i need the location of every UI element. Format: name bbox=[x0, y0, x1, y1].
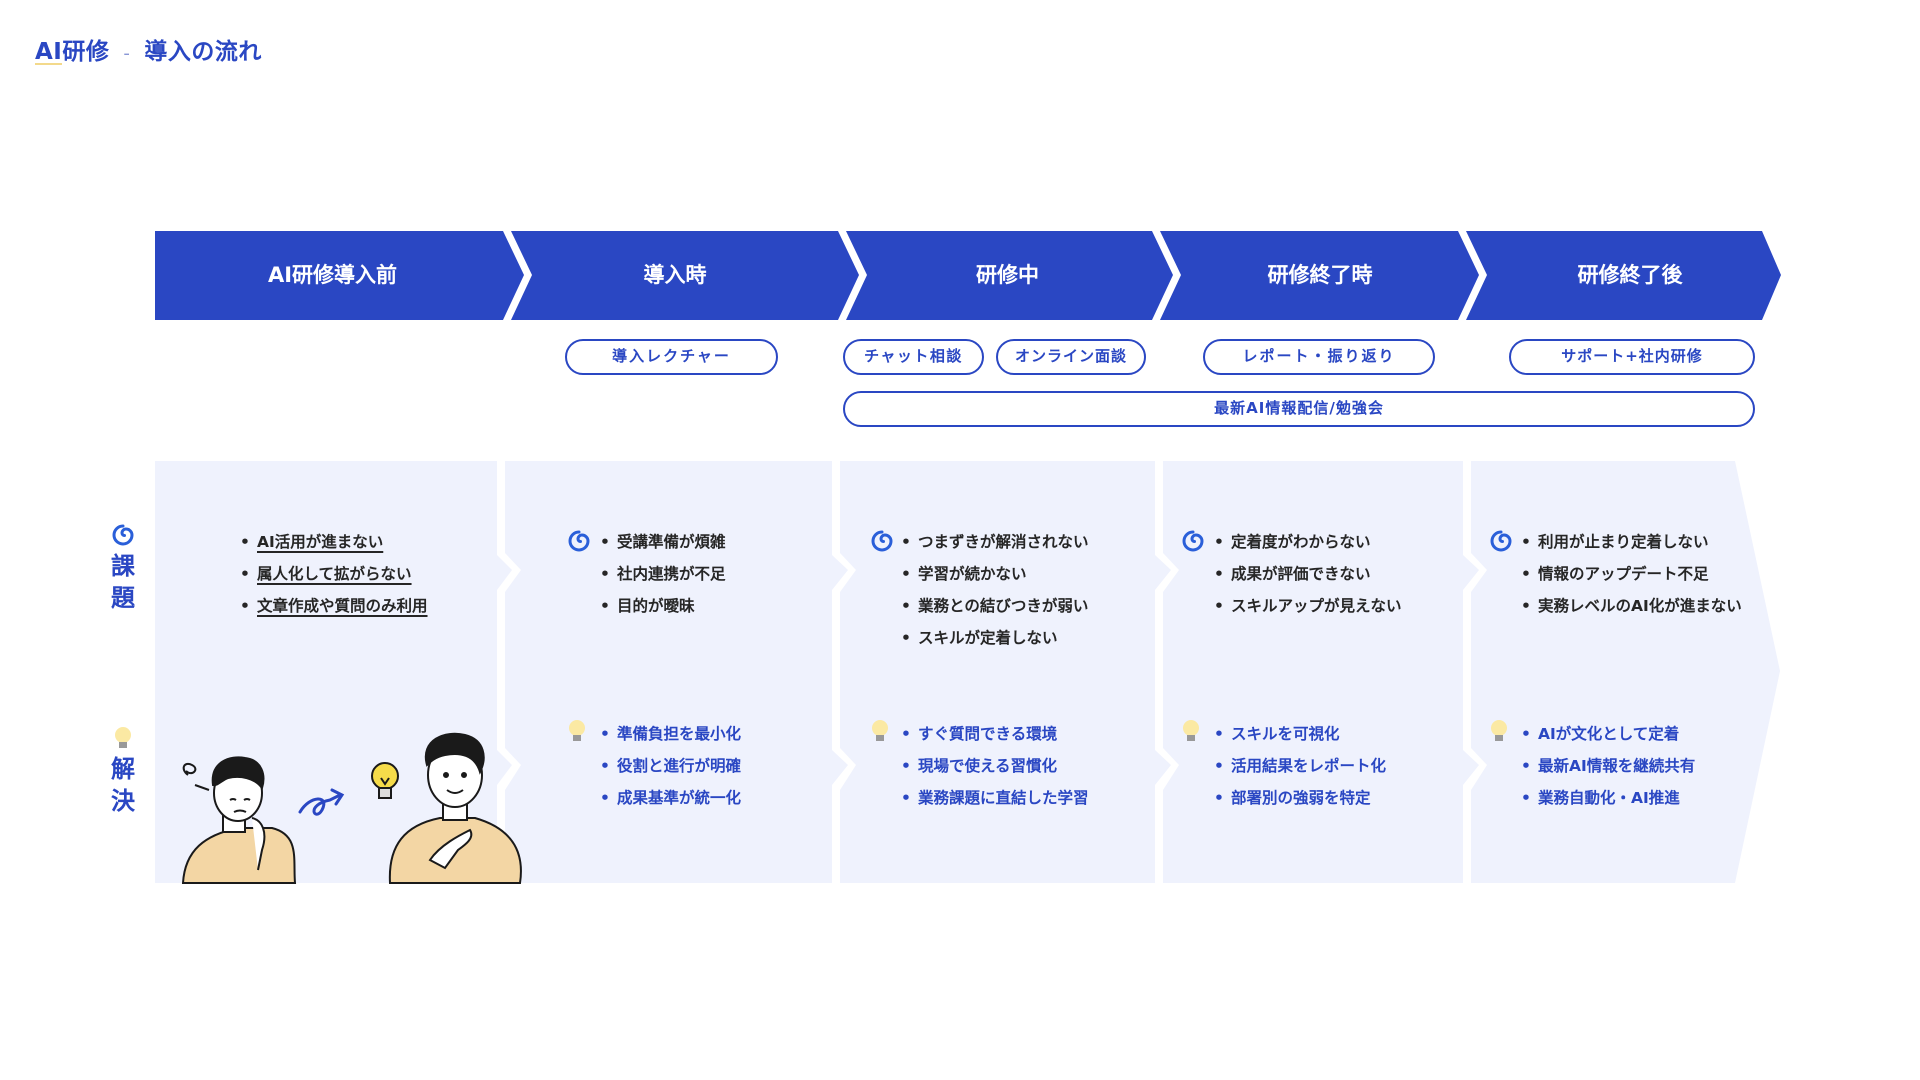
issues-end: 定着度がわからない 成果が評価できない スキルアップが見えない bbox=[1214, 526, 1402, 622]
happy-person-illustration bbox=[388, 732, 522, 884]
transition-arrow-icon bbox=[298, 788, 345, 816]
solution-item: 準備負担を最小化 bbox=[600, 718, 741, 750]
issue-item: つまずきが解消されない bbox=[901, 526, 1089, 558]
panel-during bbox=[840, 461, 1171, 883]
issue-item: AI活用が進まない bbox=[240, 526, 428, 558]
stage-label-during: 研修中 bbox=[976, 263, 1039, 287]
stage-label-after: 研修終了後 bbox=[1577, 263, 1683, 287]
row-label-issues-char1: 課 bbox=[111, 552, 135, 580]
issue-item: 社内連携が不足 bbox=[600, 558, 726, 590]
page-title: AI研修-導入の流れ bbox=[35, 32, 262, 66]
solutions-end: スキルを可視化 活用結果をレポート化 部署別の強弱を特定 bbox=[1214, 718, 1386, 814]
solution-item: 最新AI情報を継続共有 bbox=[1521, 750, 1695, 782]
solution-item: 業務課題に直結した学習 bbox=[901, 782, 1089, 814]
panel-end bbox=[1163, 461, 1479, 883]
solutions-after: AIが文化として定着 最新AI情報を継続共有 業務自動化・AI推進 bbox=[1521, 718, 1695, 814]
stage-label-before: AI研修導入前 bbox=[267, 263, 398, 287]
pill-online-meeting: オンライン面談 bbox=[996, 339, 1146, 375]
issue-item: スキルが定着しない bbox=[901, 622, 1089, 654]
confused-person-illustration bbox=[181, 756, 297, 884]
issue-item: 利用が止まり定着しない bbox=[1521, 526, 1742, 558]
issues-intro: 受講準備が煩雑 社内連携が不足 目的が曖昧 bbox=[600, 526, 726, 622]
lightbulb-icon bbox=[108, 725, 138, 753]
solution-item: AIが文化として定着 bbox=[1521, 718, 1695, 750]
title-underline bbox=[35, 63, 62, 65]
solution-item: スキルを可視化 bbox=[1214, 718, 1386, 750]
lightbulb-icon bbox=[1489, 718, 1509, 750]
stage-label-end: 研修終了時 bbox=[1267, 263, 1373, 287]
title-separator: - bbox=[123, 43, 131, 64]
issue-item: 実務レベルのAI化が進まない bbox=[1521, 590, 1742, 622]
solution-item: すぐ質問できる環境 bbox=[901, 718, 1089, 750]
pill-intro-lecture: 導入レクチャー bbox=[565, 339, 778, 375]
pill-chat-consult: チャット相談 bbox=[843, 339, 984, 375]
panel-after bbox=[1471, 461, 1780, 883]
row-label-issues-char2: 題 bbox=[111, 584, 135, 612]
issue-item: 学習が続かない bbox=[901, 558, 1089, 590]
title-sub: 導入の流れ bbox=[144, 39, 262, 65]
solution-item: 成果基準が統一化 bbox=[600, 782, 741, 814]
solution-item: 活用結果をレポート化 bbox=[1214, 750, 1386, 782]
pill-report-review: レポート・振り返り bbox=[1203, 339, 1435, 375]
issues-after: 利用が止まり定着しない 情報のアップデート不足 実務レベルのAI化が進まない bbox=[1521, 526, 1742, 622]
row-label-solutions-char2: 決 bbox=[111, 787, 135, 815]
issue-item: 目的が曖昧 bbox=[600, 590, 726, 622]
issue-item: 成果が評価できない bbox=[1214, 558, 1402, 590]
issue-item: 受講準備が煩雑 bbox=[600, 526, 726, 558]
row-label-solutions: 解 決 bbox=[108, 725, 138, 817]
swirl-icon bbox=[869, 528, 895, 558]
issue-item: 定着度がわからない bbox=[1214, 526, 1402, 558]
swirl-icon bbox=[108, 522, 138, 550]
issue-item: 業務との結びつきが弱い bbox=[901, 590, 1089, 622]
lightbulb-icon bbox=[1181, 718, 1201, 750]
idea-lightbulb-illustration bbox=[371, 762, 399, 799]
row-label-issues: 課 題 bbox=[108, 522, 138, 614]
lightbulb-icon bbox=[567, 718, 587, 750]
swirl-icon bbox=[566, 528, 592, 558]
swirl-icon bbox=[1180, 528, 1206, 558]
pill-ai-info-study: 最新AI情報配信/勉強会 bbox=[843, 391, 1755, 427]
issues-before: AI活用が進まない 属人化して拡がらない 文章作成や質問のみ利用 bbox=[240, 526, 428, 622]
issue-item: 属人化して拡がらない bbox=[240, 558, 428, 590]
swirl-icon bbox=[1488, 528, 1514, 558]
issue-item: 文章作成や質問のみ利用 bbox=[240, 590, 428, 622]
lightbulb-icon bbox=[870, 718, 890, 750]
solution-item: 役割と進行が明確 bbox=[600, 750, 741, 782]
panel-intro bbox=[505, 461, 848, 883]
pill-support-training: サポート+社内研修 bbox=[1509, 339, 1755, 375]
issues-during: つまずきが解消されない 学習が続かない 業務との結びつきが弱い スキルが定着しな… bbox=[901, 526, 1089, 654]
solutions-during: すぐ質問できる環境 現場で使える習慣化 業務課題に直結した学習 bbox=[901, 718, 1089, 814]
stage-label-intro: 導入時 bbox=[643, 263, 707, 287]
row-label-solutions-char1: 解 bbox=[111, 755, 135, 783]
issue-item: 情報のアップデート不足 bbox=[1521, 558, 1742, 590]
title-main: AI研修 bbox=[35, 39, 110, 65]
solution-item: 業務自動化・AI推進 bbox=[1521, 782, 1695, 814]
solution-item: 部署別の強弱を特定 bbox=[1214, 782, 1386, 814]
solutions-intro: 準備負担を最小化 役割と進行が明確 成果基準が統一化 bbox=[600, 718, 741, 814]
solution-item: 現場で使える習慣化 bbox=[901, 750, 1089, 782]
issue-item: スキルアップが見えない bbox=[1214, 590, 1402, 622]
